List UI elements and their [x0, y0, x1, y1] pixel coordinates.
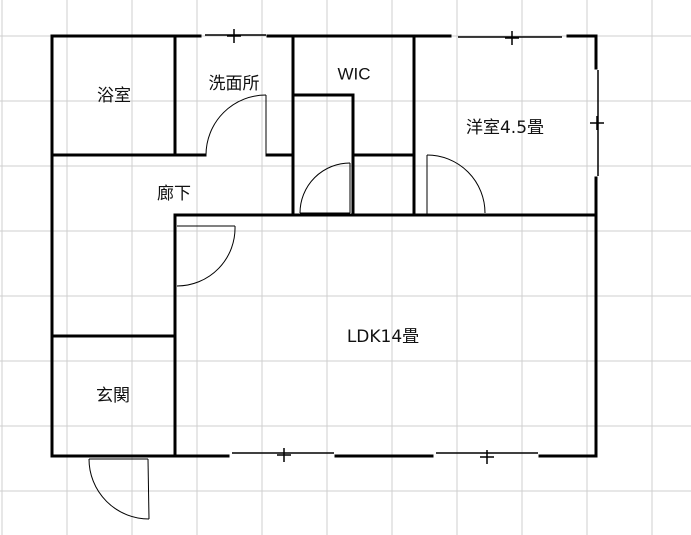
window-bottom-ldk-right [436, 450, 538, 464]
room-label-entrance: 玄関 [96, 386, 130, 406]
window-right-western-room [590, 70, 604, 176]
window-bottom-ldk-left [232, 448, 334, 462]
window-top-western-room [458, 31, 562, 45]
door-western-room [426, 154, 486, 215]
room-label-hallway: 廊下 [157, 184, 191, 204]
room-label-ldk: LDK14畳 [347, 327, 419, 347]
room-label-wic: WIC [337, 64, 370, 83]
room-label-western-room: 洋室4.5畳 [466, 118, 544, 138]
window-top-washroom [205, 29, 266, 43]
door-entrance [88, 458, 150, 520]
door-washroom [205, 94, 267, 156]
door-wic [299, 162, 351, 214]
walls [50, 34, 598, 458]
door-ldk [176, 225, 236, 287]
room-label-washroom: 洗面所 [209, 74, 260, 94]
room-label-bath: 浴室 [97, 86, 131, 106]
